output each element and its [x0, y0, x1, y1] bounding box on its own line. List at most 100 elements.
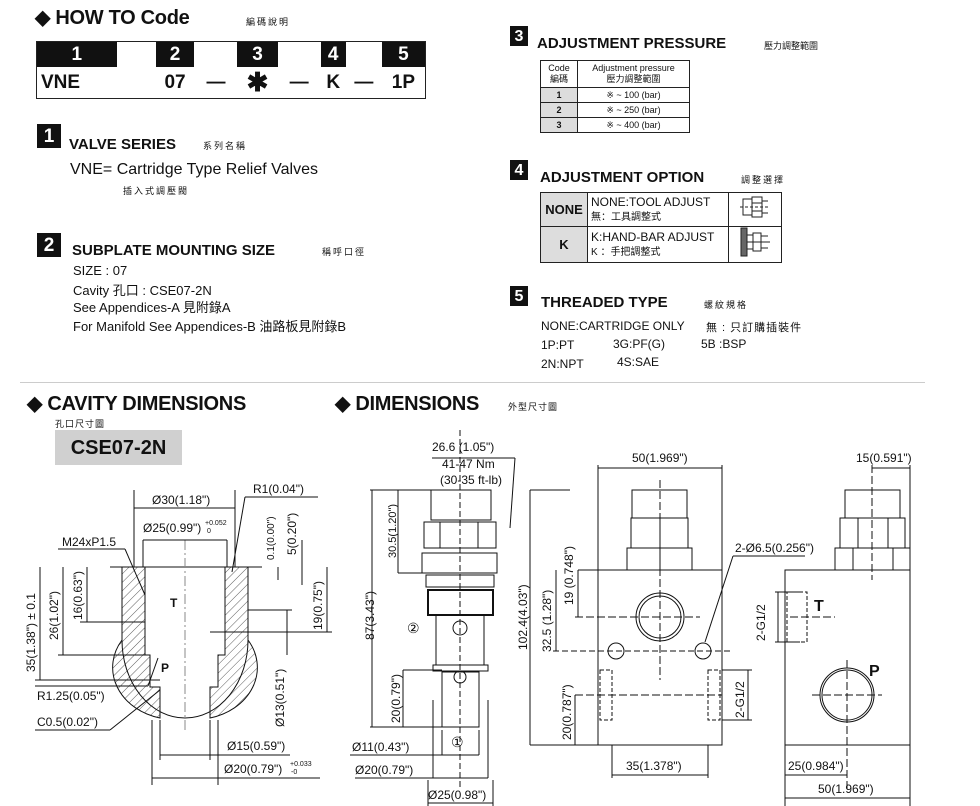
dim-d20-tol2: -0 — [291, 769, 297, 776]
thread-none-zh: 無 : 只訂購插裝件 — [706, 322, 803, 334]
diamond-bullet-icon: ◆ — [35, 7, 51, 29]
dim-d25c: Ø25(0.98") — [428, 788, 486, 802]
dim-d25-tol: +0.052 — [205, 520, 227, 527]
mounting-size-title-zh: 稱呼口徑 — [322, 247, 367, 257]
mounting-size-line: SIZE : 07 — [73, 263, 128, 278]
cavity-code-badge: CSE07-2N — [55, 430, 182, 465]
cavity-title: CAVITY DIMENSIONS — [47, 393, 246, 415]
thread-code: 5B :BSP — [701, 337, 747, 351]
side-port-p-label: P — [869, 663, 880, 680]
valve-series-desc-zh: 插入式調壓閥 — [123, 186, 190, 196]
adjustment-option-title-zh: 調整選擇 — [741, 175, 786, 185]
port-1-label: ① — [451, 734, 464, 750]
thread-code: 2N:NPT — [541, 357, 584, 371]
mounting-cavity-line: Cavity 孔口 : CSE07-2N — [73, 283, 212, 298]
dim-h1024: 102.4(4.03") — [516, 584, 530, 650]
dim-h19b: 19 (0.748") — [562, 546, 576, 605]
mounting-size-title: SUBPLATE MOUNTING SIZE — [72, 242, 276, 259]
dim-h87: 87(3.43") — [363, 591, 377, 640]
option-table: NONE NONE:TOOL ADJUST 無：工具調整式 K K:HAND-BA… — [540, 192, 782, 263]
block-side-drawing — [775, 465, 911, 806]
code-val-pressure: ✱ — [246, 67, 269, 97]
how-to-title: HOW TO Code — [55, 7, 190, 29]
pressure-code: 3 — [540, 117, 578, 133]
table-row: 1※ ~ 100 (bar) — [540, 87, 690, 103]
dim-d15: Ø15(0.59") — [227, 739, 285, 753]
cartridge-drawing — [350, 430, 598, 806]
dim-d20: Ø20(0.79") — [224, 762, 282, 776]
appendix-b-line: For Manifold See Appendices-B 油路板見附錄B — [73, 319, 347, 334]
table-row: 3※ ~ 400 (bar) — [540, 117, 690, 133]
code-val-size: 07 — [164, 71, 186, 93]
dimensions-heading: ◆ DIMENSIONS — [335, 391, 479, 416]
dim-h20: 20(0.79") — [389, 674, 403, 723]
code-pos-2: 2 — [155, 41, 195, 67]
threaded-type-title: THREADED TYPE — [541, 294, 668, 311]
diamond-bullet-icon: ◆ — [27, 393, 43, 415]
dim-h305: 30.5(1.20") — [387, 504, 399, 558]
cartridge-dimension-labels: 26.6 (1.05") 41-47 Nm (30-35 ft-lb) 30.5… — [352, 440, 530, 802]
table-row: 2※ ~ 250 (bar) — [540, 102, 690, 118]
cavity-heading: ◆ CAVITY DIMENSIONS — [27, 391, 246, 416]
section-divider — [20, 382, 925, 383]
dim-h16: 16(0.63") — [71, 571, 85, 620]
block-front-drawing — [553, 465, 805, 778]
dim-w50-side: 50(1.969") — [818, 782, 874, 796]
dim-holes: 2-Ø6.5(0.256") — [735, 541, 814, 555]
code-pos-1: 1 — [36, 41, 117, 67]
table-row: NONE NONE:TOOL ADJUST 無：工具調整式 — [540, 192, 782, 227]
dim-d20-tol: +0.033 — [290, 761, 312, 768]
col-pressure-zh: 壓力調整範圍 — [606, 74, 661, 84]
section-number-1: 1 — [37, 124, 61, 148]
dim-g12-side: 2-G1/2 — [754, 604, 768, 641]
dim-d25-tol2: 0 — [207, 528, 211, 535]
threaded-type-title-zh: 螺紋規格 — [704, 300, 749, 310]
appendix-a-line: See Appendices-A 見附錄A — [73, 300, 231, 315]
valve-series-title-zh: 系列名稱 — [203, 141, 248, 151]
tool-adjust-icon — [728, 192, 782, 227]
dim-h5: 5(0.20") — [285, 513, 299, 555]
option-label: NONE:TOOL ADJUST — [591, 194, 711, 209]
option-code: NONE — [540, 192, 588, 227]
dimensions-title: DIMENSIONS — [355, 393, 480, 415]
hand-bar-adjust-icon — [728, 226, 782, 263]
dim-r1: R1(0.04") — [253, 482, 304, 496]
dim-g12-front: 2-G1/2 — [733, 681, 747, 718]
port-p-label: P — [161, 661, 169, 675]
adjustment-option-title: ADJUSTMENT OPTION — [540, 169, 705, 186]
code-val-series: VNE — [41, 71, 81, 93]
thread-code: 4S:SAE — [617, 355, 660, 369]
dim-h20b: 20(0.787") — [560, 684, 574, 740]
dim-w35: 35(1.378") — [626, 759, 682, 773]
code-table: 1 2 3 4 5 VNE 07— ✱— K— 1P — [36, 41, 426, 99]
adjustment-pressure-title-zh: 壓力調整範圍 — [764, 41, 819, 51]
block-side-dimension-labels: 15(0.591") T 2-G1/2 P 25(0.984") 50(1.96… — [754, 451, 912, 796]
code-pos-3: 3 — [237, 41, 278, 67]
dim-w15: 15(0.591") — [856, 451, 912, 465]
cavity-title-zh: 孔口尺寸圖 — [55, 419, 106, 429]
pressure-code: 1 — [540, 87, 578, 103]
dim-d30: Ø30(1.18") — [152, 493, 210, 507]
diamond-bullet-icon: ◆ — [335, 393, 351, 415]
col-code-zh: 編碼 — [549, 74, 568, 84]
thread-code: 1P:PT — [541, 338, 575, 352]
dim-h01: 0.1(0.00") — [266, 516, 277, 560]
option-code: K — [540, 226, 588, 263]
valve-series-desc: VNE= Cartridge Type Relief Valves — [70, 161, 318, 178]
option-label-zh: 無：工具調整式 — [591, 211, 661, 223]
cavity-dimension-labels: Ø30(1.18") Ø25(0.99") +0.052 0 R1(0.04")… — [24, 482, 325, 776]
side-port-t-label: T — [814, 598, 824, 615]
code-val-thread: 1P — [391, 71, 416, 93]
dim-hex: 26.6 (1.05") — [432, 440, 494, 454]
dim-h19: 19(0.75") — [311, 581, 325, 630]
col-code: Code — [548, 63, 570, 73]
thread-none: NONE:CARTRIDGE ONLY — [541, 319, 685, 333]
col-pressure: Adjustment pressure — [592, 63, 675, 73]
code-val-option: K — [326, 71, 341, 93]
option-label: K:HAND-BAR ADJUST — [591, 229, 715, 244]
adjustment-pressure-title: ADJUSTMENT PRESSURE — [537, 35, 727, 52]
dim-d20c: Ø20(0.79") — [355, 763, 413, 777]
